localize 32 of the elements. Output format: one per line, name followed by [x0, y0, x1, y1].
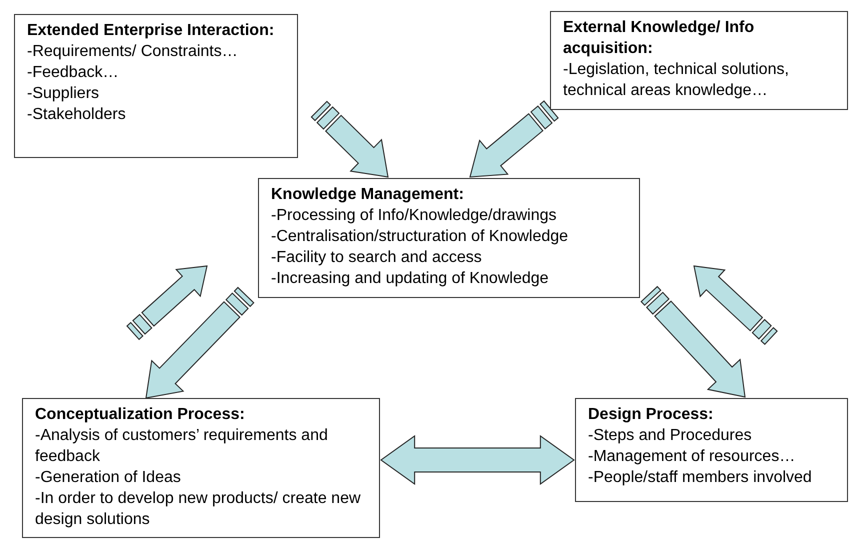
bullet-item: -Legislation, technical solutions, technical areas knowledge…: [563, 60, 790, 101]
bullet-item: -Stakeholders: [27, 105, 127, 125]
block-arrow: [693, 265, 778, 345]
block-arrow: [310, 100, 389, 178]
box-heading: Extended Enterprise Interaction:: [27, 21, 276, 41]
text-box: [22, 398, 380, 538]
box-heading: Conceptualization Process:: [35, 405, 246, 425]
box-heading: Design Process:: [588, 405, 714, 425]
bullet-item: -Management of resources…: [588, 447, 796, 467]
bullet-item: -In order to develop new products/ create new design solutions: [35, 489, 362, 530]
text-box: [575, 398, 848, 502]
bullet-item: -Generation of Ideas: [35, 468, 182, 488]
box-heading: External Knowledge/ Info acquisition:: [563, 18, 756, 59]
bullet-item: -Facility to search and access: [271, 248, 483, 268]
bullet-item: -Increasing and updating of Knowledge: [271, 269, 550, 289]
block-arrow: [126, 265, 208, 340]
text-box: [258, 178, 640, 298]
block-arrow: [469, 100, 559, 178]
text-box: [550, 11, 848, 110]
bullet-item: -Processing of Info/Knowledge/drawings: [271, 206, 558, 226]
block-arrow: [640, 286, 746, 398]
box-heading: Knowledge Management:: [271, 185, 465, 205]
block-arrow: [380, 435, 575, 485]
block-arrow: [145, 286, 254, 399]
bullet-item: -Feedback…: [27, 63, 120, 83]
bullet-item: -Requirements/ Constraints…: [27, 42, 239, 62]
text-box: [14, 14, 298, 158]
bullet-item: -Suppliers: [27, 84, 100, 104]
bullet-item: -Centralisation/structuration of Knowledge: [271, 227, 570, 247]
bullet-item: -Analysis of customers’ requirements and feedback: [35, 426, 329, 467]
bullet-item: -People/staff members involved: [588, 468, 813, 488]
bullet-item: -Steps and Procedures: [588, 426, 753, 446]
